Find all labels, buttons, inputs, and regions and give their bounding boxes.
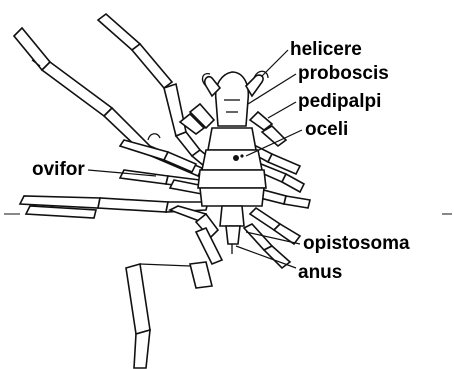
cephalothorax (198, 72, 266, 206)
label-proboscis: proboscis (298, 64, 389, 84)
label-ovifor: ovifor (32, 160, 85, 180)
leg-bottom-left (126, 206, 222, 368)
label-anus: anus (298, 263, 342, 283)
abdomen-opistosoma (220, 206, 244, 254)
label-oceli: oceli (305, 120, 348, 140)
leader-pedipalpi (268, 102, 296, 118)
leader-helicere (262, 50, 288, 76)
label-opistosoma: opistosoma (303, 234, 410, 254)
leg-top-left (98, 14, 212, 166)
label-helicere: helicere (290, 40, 362, 60)
label-pedipalpi: pedipalpi (298, 92, 381, 112)
